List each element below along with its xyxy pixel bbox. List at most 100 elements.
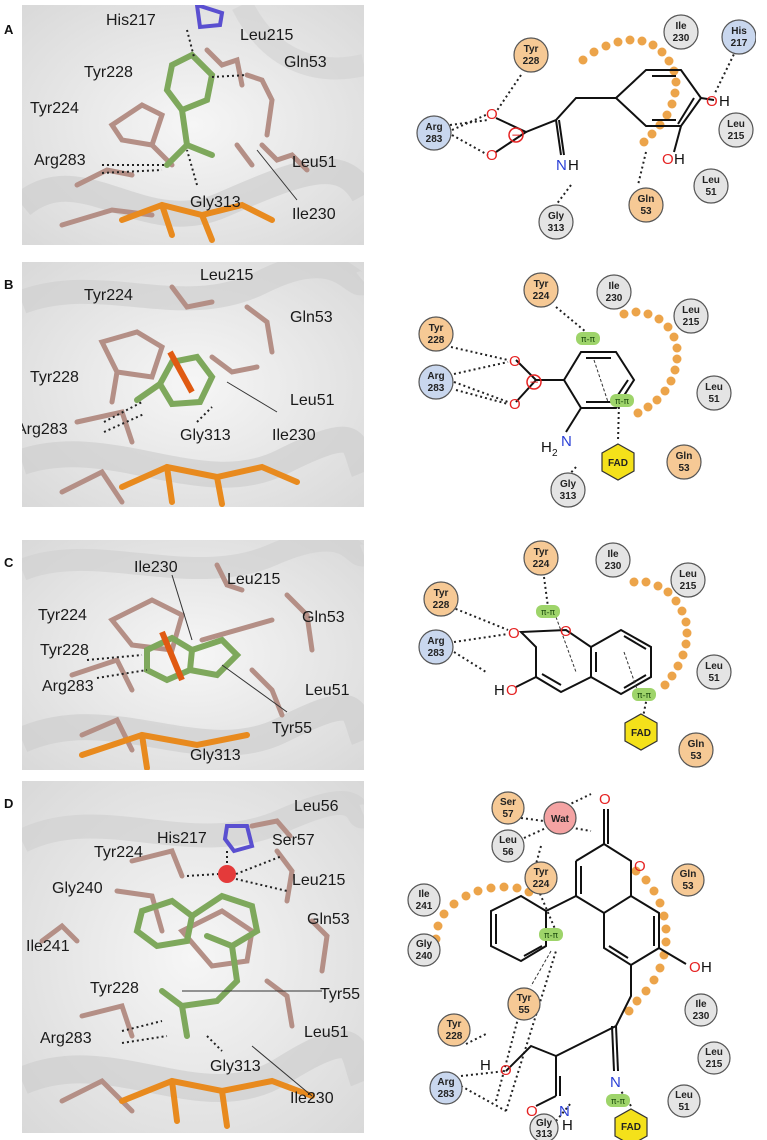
residue-ile230: Ile230	[663, 14, 699, 50]
residue-arg283: Arg283	[418, 364, 454, 400]
svg-text:55: 55	[518, 1005, 530, 1016]
schematic-a-svg: O O O O N H H H − Tyr228 Ile230 His217 A…	[416, 14, 756, 240]
panel-letter: C	[4, 555, 14, 570]
residue-tyr224: Tyr224	[523, 540, 559, 576]
svg-text:57: 57	[502, 809, 514, 820]
svg-text:215: 215	[683, 317, 700, 328]
ligand-bonds	[515, 351, 636, 433]
fad-hexagon: FAD	[624, 713, 658, 751]
residue-leu215: Leu215	[718, 112, 754, 148]
residue-gly313: Gly313	[529, 1113, 559, 1140]
residue-gln53: Gln53	[628, 187, 664, 223]
residue-leu51: Leu51	[696, 654, 732, 690]
atom-hydrogen: H	[674, 151, 685, 168]
render-label: Tyr228	[30, 369, 79, 386]
atom-oxygen: O	[689, 959, 701, 976]
svg-text:240: 240	[416, 951, 433, 962]
render-label: Leu56	[294, 798, 339, 815]
render-label: Ile230	[290, 1090, 334, 1107]
residue-tyr55: Tyr55	[507, 987, 541, 1021]
svg-text:Leu: Leu	[499, 835, 517, 846]
render-label: Leu51	[292, 154, 337, 171]
render-b: Leu215 Tyr224 Gln53 Tyr228 Leu51 Arg283 …	[22, 262, 364, 507]
render-label: His217	[106, 12, 156, 29]
atom-hydrogen: H	[494, 682, 505, 699]
panel-c: C	[0, 512, 767, 774]
pi-stack-line	[623, 651, 639, 693]
render-label: Tyr224	[30, 100, 79, 117]
ligand-bonds	[515, 628, 652, 696]
svg-text:230: 230	[605, 561, 622, 572]
svg-text:283: 283	[438, 1089, 455, 1100]
residue-gly313: Gly313	[550, 472, 586, 508]
charge-sign: −	[529, 375, 539, 389]
atom-nitrogen: N	[561, 433, 572, 450]
svg-text:Gln: Gln	[676, 451, 693, 462]
render-label: Ile230	[134, 559, 178, 576]
fad-sticks	[119, 463, 300, 507]
svg-text:228: 228	[523, 56, 540, 67]
atom-hydrogen: H	[719, 93, 730, 110]
charge-badge: −	[508, 127, 524, 143]
residue-leu56: Leu56	[491, 829, 525, 863]
svg-text:Ser: Ser	[500, 797, 516, 808]
svg-text:π-π: π-π	[581, 335, 596, 345]
residue-tyr228: Tyr228	[513, 37, 549, 73]
svg-text:π-π: π-π	[611, 1097, 626, 1107]
svg-text:230: 230	[693, 1011, 710, 1022]
render-label: Leu51	[305, 682, 350, 699]
render-label: Tyr228	[84, 64, 133, 81]
svg-text:Ile: Ile	[608, 281, 620, 292]
render-label: Tyr224	[84, 287, 133, 304]
pi-stack-line	[593, 359, 609, 403]
atom-oxygen: O	[508, 625, 520, 642]
atom-nitrogen: N	[559, 1103, 570, 1120]
svg-text:Gln: Gln	[680, 869, 697, 880]
fad-sticks	[79, 731, 250, 770]
render-label: Tyr224	[94, 844, 143, 861]
atom-oxygen: O	[706, 93, 718, 110]
atom-nitrogen: N	[556, 157, 567, 174]
ligand	[134, 353, 216, 408]
water-sphere	[218, 865, 236, 883]
svg-text:217: 217	[731, 38, 748, 49]
charge-sign: −	[511, 128, 521, 142]
protein-ribbon	[22, 791, 364, 852]
atom-hydrogen: H	[701, 959, 712, 976]
svg-text:53: 53	[682, 881, 694, 892]
pointer-line	[226, 381, 278, 413]
svg-text:Leu: Leu	[682, 305, 700, 316]
svg-text:Gly: Gly	[548, 211, 565, 222]
svg-text:π-π: π-π	[544, 931, 559, 941]
charge-badge: −	[526, 374, 542, 390]
render-label: Tyr55	[320, 986, 360, 1003]
residue-ile230: Ile230	[596, 274, 632, 310]
protein-ribbon	[22, 262, 364, 314]
render-d-svg: His217 Leu56 Tyr224 Ser57 Gly240 Leu215 …	[22, 781, 364, 1133]
svg-text:51: 51	[708, 673, 720, 684]
svg-text:Tyr: Tyr	[534, 867, 549, 878]
svg-text:53: 53	[678, 463, 690, 474]
atom-oxygen: O	[526, 1103, 538, 1120]
svg-text:Arg: Arg	[425, 122, 442, 133]
render-label: Arg283	[22, 421, 68, 438]
pi-stack-badge: π-π	[632, 688, 656, 701]
pointer-line	[171, 574, 193, 641]
render-label: Ser57	[272, 832, 315, 849]
residue-tyr228: Tyr228	[418, 316, 454, 352]
hbond-lines	[103, 401, 213, 433]
render-label: Gly313	[190, 747, 241, 764]
interaction-lines	[449, 49, 737, 206]
residue-arg283: Arg283	[429, 1071, 463, 1105]
svg-text:283: 283	[428, 648, 445, 659]
svg-text:Leu: Leu	[679, 569, 697, 580]
svg-text:224: 224	[533, 291, 550, 302]
panel-letter: A	[4, 22, 14, 37]
fad-sticks	[119, 201, 275, 243]
svg-text:53: 53	[690, 751, 702, 762]
svg-text:Leu: Leu	[702, 175, 720, 186]
atom-oxygen: O	[486, 147, 498, 164]
render-label: Gln53	[307, 911, 350, 928]
